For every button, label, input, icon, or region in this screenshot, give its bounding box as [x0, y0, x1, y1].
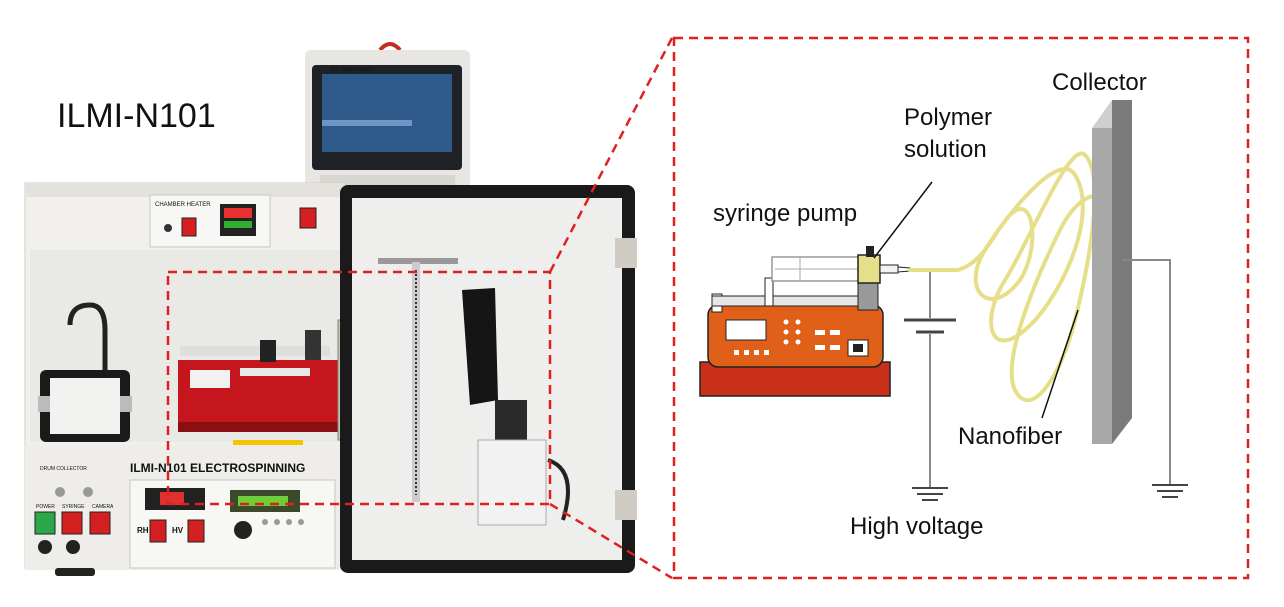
drum-collector-label: DRUM COLLECTOR [40, 466, 87, 472]
switch-label-syringe: SYRINGE [62, 504, 85, 510]
switch-label-camera: CAMERA [92, 504, 114, 510]
panel-title: ILMI-N101 ELECTROSPINNING [130, 461, 305, 475]
collector-label: Collector [1052, 69, 1147, 96]
zoom-line-bottom [549, 502, 673, 580]
polymer-label-line1: Polymer [904, 104, 992, 131]
high-voltage-label: High voltage [850, 513, 983, 540]
schematic-panel: Collector Polymer solution syringe pump … [672, 36, 1250, 580]
schematic-frame [672, 36, 1250, 580]
hv-label: HV [172, 526, 184, 535]
drum-collector [38, 302, 132, 442]
apparatus-photo: ILMI-N101 TFT color monitor CHAMBER HEAT… [24, 37, 674, 580]
chamber-heater-label: CHAMBER HEATER [155, 202, 211, 208]
syringe [771, 246, 911, 284]
nanofiber-jet [908, 151, 1102, 403]
chamber-heater-panel: CHAMBER HEATER [149, 194, 317, 248]
syringe-pump-label: syringe pump [713, 200, 857, 227]
collector-plate [1092, 100, 1188, 498]
switch-label-power: POWER [36, 504, 55, 510]
high-voltage-circuit [904, 269, 956, 501]
acrylic-chamber [340, 185, 637, 573]
nanofiber-leader-line [1041, 309, 1079, 419]
zoom-region-box [166, 270, 552, 506]
polymer-leader-line [873, 181, 933, 259]
control-panel: ILMI-N101 ELECTROSPINNING DRUM COLLECTOR… [25, 445, 345, 570]
polymer-label-line2: solution [904, 136, 987, 163]
monitor-caption: TFT color monitor [330, 67, 370, 73]
monitor: TFT color monitor [305, 42, 470, 190]
rh-label: RH [137, 526, 149, 535]
schematic-syringe-pump [699, 277, 891, 397]
nanofiber-label: Nanofiber [958, 423, 1062, 450]
model-label: ILMI-N101 [57, 97, 216, 135]
